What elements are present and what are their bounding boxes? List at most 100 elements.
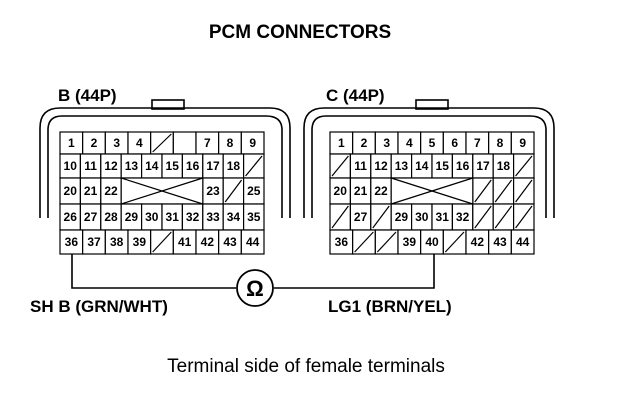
terminal-b-4-0: 36 <box>59 229 84 255</box>
terminal-c-4-4: 40 <box>420 229 444 255</box>
terminal-c-2-1: 21 <box>349 177 372 205</box>
terminal-number: 26 <box>64 210 78 224</box>
terminal-b-3-6: 32 <box>181 203 204 231</box>
terminal-number: 29 <box>395 210 409 224</box>
terminal-number: 34 <box>227 210 241 224</box>
terminal-c-1-0 <box>329 153 351 179</box>
terminal-c-0-7: 8 <box>488 131 512 155</box>
terminal-b-0-2: 3 <box>104 131 129 155</box>
terminal-number: 38 <box>110 235 124 249</box>
terminal-number: 35 <box>247 210 261 224</box>
terminal-number: 10 <box>64 159 78 173</box>
wire-lg1 <box>274 254 435 289</box>
terminal-number: 25 <box>247 184 261 198</box>
terminal-number: 3 <box>383 136 390 150</box>
terminal-c-4-8: 44 <box>510 229 535 255</box>
terminal-c-1-2: 12 <box>370 153 392 179</box>
terminal-number: 17 <box>206 159 220 173</box>
terminal-c-4-6: 42 <box>465 229 490 255</box>
terminal-number: 37 <box>87 235 101 249</box>
terminal-c-2-2: 22 <box>370 177 392 205</box>
diagram-caption: Terminal side of female terminals <box>167 356 445 377</box>
terminal-number: 30 <box>415 210 429 224</box>
terminal-number: 9 <box>519 136 526 150</box>
terminal-number: 6 <box>451 136 458 150</box>
terminal-b-4-3: 39 <box>127 229 152 255</box>
terminal-number: 29 <box>125 210 139 224</box>
terminal-c-1-1: 11 <box>349 153 372 179</box>
terminal-c-0-3: 4 <box>397 131 422 155</box>
terminal-b-0-8: 9 <box>240 131 265 155</box>
terminal-b-1-5: 15 <box>161 153 183 179</box>
terminal-number: 22 <box>104 184 118 198</box>
terminal-c-0-1: 2 <box>352 131 376 155</box>
terminal-b-2-7: 23 <box>202 177 224 205</box>
terminal-b-1-8: 18 <box>222 153 245 179</box>
terminal-b-1-4: 14 <box>141 153 163 179</box>
terminal-number: 11 <box>354 159 367 173</box>
terminal-b-4-1: 37 <box>82 229 106 255</box>
terminal-c-2-8 <box>492 177 515 205</box>
connector-b-label: B (44P) <box>58 86 117 105</box>
terminal-number: 42 <box>471 235 485 249</box>
diagram-title: PCM CONNECTORS <box>209 22 391 43</box>
terminal-c-1-6: 16 <box>451 153 474 179</box>
terminal-c-0-2: 3 <box>374 131 399 155</box>
terminal-b-1-0: 10 <box>59 153 81 179</box>
terminal-c-3-3: 29 <box>390 203 413 231</box>
terminal-c-0-5: 6 <box>442 131 467 155</box>
terminal-number: 16 <box>186 159 200 173</box>
terminal-c-4-5 <box>442 229 467 255</box>
terminal-number: 22 <box>374 184 388 198</box>
terminal-number: 41 <box>178 235 192 249</box>
terminal-c-4-7: 43 <box>488 229 512 255</box>
terminal-b-1-2: 12 <box>100 153 122 179</box>
ohmmeter: Ω <box>236 269 274 307</box>
terminal-c-3-6: 32 <box>451 203 474 231</box>
terminal-b-3-2: 28 <box>100 203 122 231</box>
terminal-number: 32 <box>186 210 200 224</box>
terminal-c-1-7: 17 <box>472 153 494 179</box>
terminal-c-4-0: 36 <box>329 229 354 255</box>
terminal-number: 40 <box>425 235 439 249</box>
terminal-number: 43 <box>223 235 237 249</box>
terminal-number: 2 <box>91 136 98 150</box>
terminal-number: 1 <box>338 136 345 150</box>
terminal-b-2-8 <box>222 177 245 205</box>
terminal-b-1-7: 17 <box>202 153 224 179</box>
terminal-c-3-1: 27 <box>349 203 372 231</box>
terminal-number: 43 <box>493 235 507 249</box>
terminal-b-1-9 <box>243 153 265 179</box>
terminal-number: 36 <box>65 235 79 249</box>
terminal-b-0-7: 8 <box>218 131 242 155</box>
terminal-c-3-7 <box>472 203 494 231</box>
terminal-b-3-0: 26 <box>59 203 81 231</box>
terminal-b-3-5: 31 <box>161 203 183 231</box>
unused-cavity-block <box>120 177 204 205</box>
terminal-b-3-7: 33 <box>202 203 224 231</box>
terminal-b-4-5: 41 <box>172 229 197 255</box>
terminal-number: 1 <box>68 136 75 150</box>
terminal-c-1-5: 15 <box>431 153 453 179</box>
terminal-number: 44 <box>516 235 530 249</box>
terminal-b-0-3: 4 <box>127 131 152 155</box>
terminal-number: 31 <box>436 210 450 224</box>
terminal-c-4-1 <box>352 229 376 255</box>
terminal-b-4-2: 38 <box>104 229 129 255</box>
unused-cavity-block <box>390 177 474 205</box>
terminal-c-0-4: 5 <box>420 131 444 155</box>
terminal-number: 7 <box>474 136 481 150</box>
terminal-c-3-5: 31 <box>431 203 453 231</box>
terminal-number: 17 <box>476 159 490 173</box>
terminal-b-3-1: 27 <box>79 203 102 231</box>
terminal-number: 28 <box>104 210 118 224</box>
probe-label-lg1: LG1 (BRN/YEL) <box>328 297 452 316</box>
terminal-c-1-3: 13 <box>390 153 413 179</box>
terminal-number: 2 <box>361 136 368 150</box>
connector-b-housing <box>39 99 291 218</box>
terminal-b-3-4: 30 <box>141 203 163 231</box>
terminal-number: 39 <box>403 235 417 249</box>
terminal-number: 4 <box>406 136 413 150</box>
